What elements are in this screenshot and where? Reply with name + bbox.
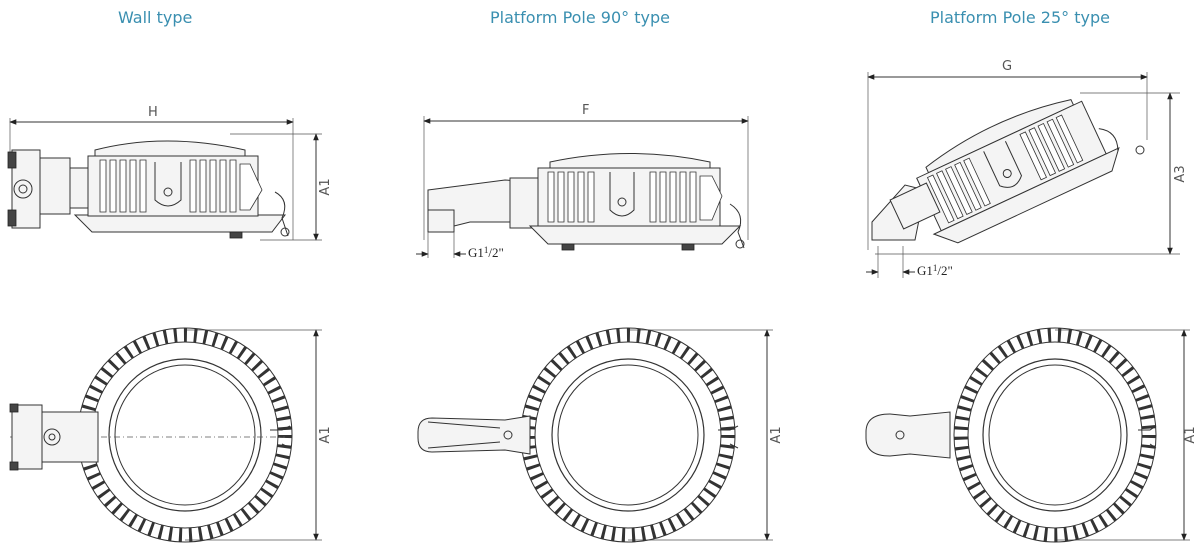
title-platform-pole-90: Platform Pole 90° type — [490, 8, 670, 27]
pole90-lamp-dome — [549, 153, 711, 169]
wall-bracket — [11, 149, 41, 229]
dim-label-A1-pole90-top: A1 — [769, 426, 784, 443]
wall-top-bracket — [11, 404, 43, 470]
pole25-lamp — [916, 99, 1120, 244]
dim-label-H: H — [148, 105, 158, 120]
pole25-top-arm — [865, 411, 951, 459]
dim-label-A1-pole25-top: A1 — [1183, 426, 1197, 443]
title-platform-pole-25: Platform Pole 25° type — [930, 8, 1110, 27]
thread-label-pole25: G11/2" — [917, 263, 953, 278]
dim-label-A3: A3 — [1173, 165, 1188, 182]
wall-side-view: H A1 — [7, 105, 333, 241]
dim-label-G: G — [1002, 59, 1012, 74]
title-wall-type: Wall type — [118, 8, 193, 27]
dim-label-F: F — [582, 103, 589, 118]
pole90-top-arm — [417, 415, 531, 455]
wall-lamp-base — [73, 214, 287, 233]
dim-label-A1-wall: A1 — [318, 178, 333, 195]
dim-label-A1-wall-top: A1 — [318, 426, 333, 443]
wall-top-view: A1 — [9, 327, 333, 543]
pole90-top-view: A1 — [417, 327, 784, 543]
pole25-top-view: A1 — [865, 327, 1197, 543]
pole90-side-view: F G11/2" — [416, 103, 749, 260]
wall-lamp-dome — [94, 140, 246, 157]
thread-label-pole90: G11/2" — [468, 245, 504, 260]
pole25-side-view: G A3 G11/2" — [866, 59, 1188, 278]
